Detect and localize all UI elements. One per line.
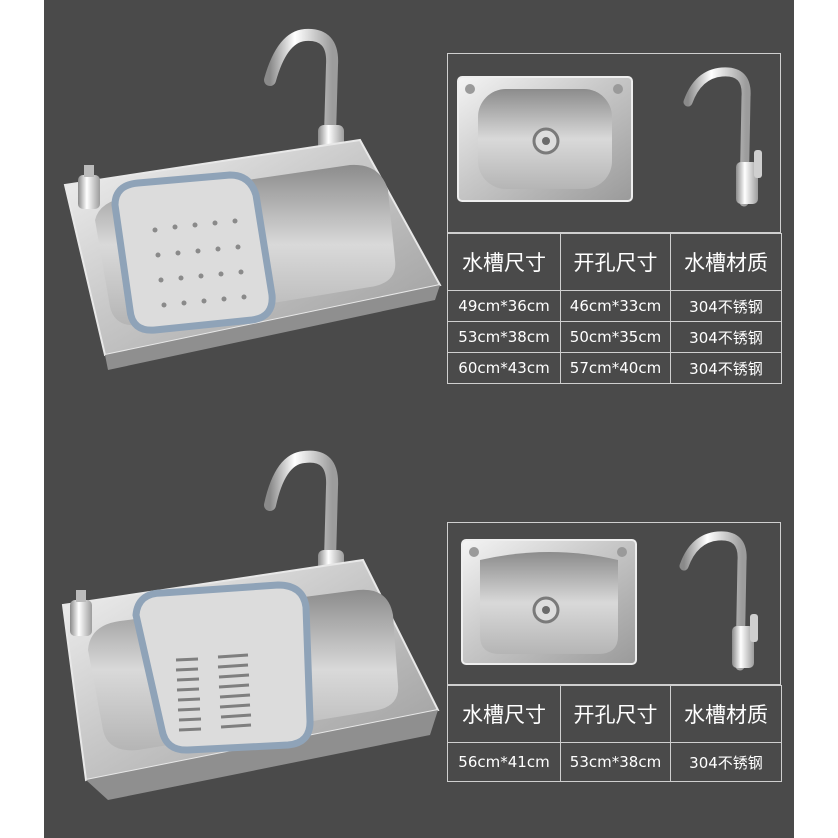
header-sink-size: 水槽尺寸	[447, 685, 561, 743]
spec-table-2: 水槽尺寸 开孔尺寸 水槽材质 56cm*41cm 53cm*38cm 304不锈…	[447, 685, 782, 782]
table-row: 56cm*41cm 53cm*38cm 304不锈钢	[447, 742, 782, 782]
cell-material: 304不锈钢	[670, 290, 782, 322]
cell-sink-size: 49cm*36cm	[447, 290, 561, 322]
cell-cutout-size: 53cm*38cm	[560, 742, 671, 782]
header-sink-size: 水槽尺寸	[447, 233, 561, 291]
cell-material: 304不锈钢	[670, 352, 782, 384]
header-cutout-size: 开孔尺寸	[560, 233, 671, 291]
table-row: 60cm*43cm 57cm*40cm 304不锈钢	[447, 352, 782, 384]
header-material: 水槽材质	[670, 685, 782, 743]
sink-top-view-2	[461, 539, 637, 665]
cell-cutout-size: 50cm*35cm	[560, 321, 671, 353]
header-cutout-size: 开孔尺寸	[560, 685, 671, 743]
cell-sink-size: 56cm*41cm	[447, 742, 561, 782]
faucet-icon	[679, 531, 758, 671]
spec-table-header: 水槽尺寸 开孔尺寸 水槽材质	[447, 685, 782, 743]
cell-material: 304不锈钢	[670, 742, 782, 782]
sink-with-basket-image-2	[61, 450, 440, 800]
spec-table-1: 水槽尺寸 开孔尺寸 水槽材质 49cm*36cm 46cm*33cm 304不锈…	[447, 233, 782, 384]
cell-cutout-size: 57cm*40cm	[560, 352, 671, 384]
sink-with-basket-image-1	[63, 28, 442, 370]
sink-top-view-1	[457, 76, 633, 202]
table-row: 53cm*38cm 50cm*35cm 304不锈钢	[447, 321, 782, 353]
spec-table-header: 水槽尺寸 开孔尺寸 水槽材质	[447, 233, 782, 291]
cell-sink-size: 60cm*43cm	[447, 352, 561, 384]
cell-material: 304不锈钢	[670, 321, 782, 353]
cell-sink-size: 53cm*38cm	[447, 321, 561, 353]
cell-cutout-size: 46cm*33cm	[560, 290, 671, 322]
table-row: 49cm*36cm 46cm*33cm 304不锈钢	[447, 290, 782, 322]
product-thumbnail-frame-1	[447, 53, 781, 233]
faucet-icon	[683, 67, 762, 207]
header-material: 水槽材质	[670, 233, 782, 291]
product-thumbnail-frame-2	[447, 522, 781, 685]
